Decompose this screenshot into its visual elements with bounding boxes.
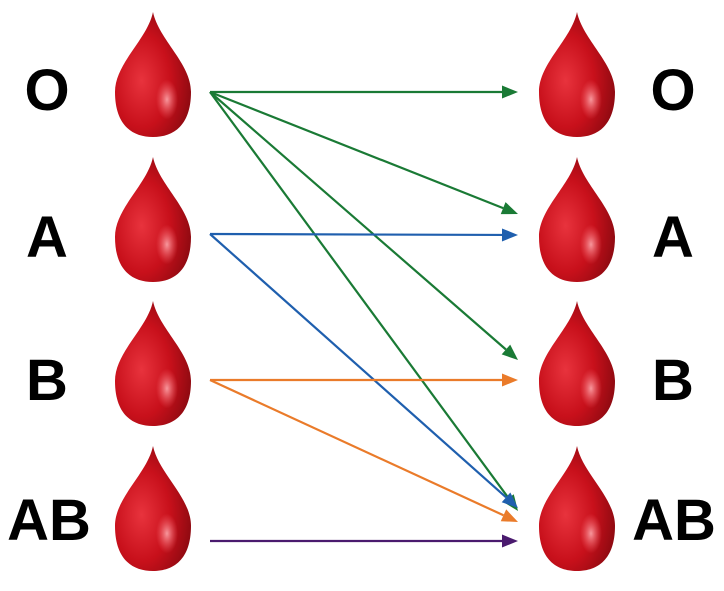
arrow-o-to-ab (209, 91, 518, 511)
arrow-o-to-a (209, 90, 518, 215)
recipient-label-o: O (650, 58, 696, 123)
donor-drop-o (115, 12, 191, 137)
drops-layer (115, 12, 615, 571)
donor-label-b: B (26, 348, 68, 413)
recipient-drop-b (539, 301, 615, 426)
donor-drop-b (115, 301, 191, 426)
arrow-a-to-ab (209, 233, 518, 508)
arrow-o-to-o (210, 85, 518, 99)
arrow-b-to-b (210, 373, 518, 387)
donor-label-o: O (24, 58, 70, 123)
arrow-ab-to-ab (210, 534, 518, 548)
recipient-drop-o (539, 12, 615, 137)
donor-label-a: A (26, 205, 68, 270)
arrows-layer (209, 85, 518, 548)
arrow-b-to-ab (209, 379, 518, 522)
recipient-drop-ab (539, 446, 615, 571)
recipient-label-ab: AB (632, 488, 716, 553)
donor-drop-a (115, 157, 191, 282)
recipient-label-a: A (652, 205, 694, 270)
arrow-a-to-a (209, 228, 518, 242)
recipient-drop-a (539, 157, 615, 282)
recipient-label-b: B (652, 348, 694, 413)
arrow-o-to-b (209, 91, 518, 360)
donor-drop-ab (115, 446, 191, 571)
donor-label-ab: AB (7, 488, 91, 553)
